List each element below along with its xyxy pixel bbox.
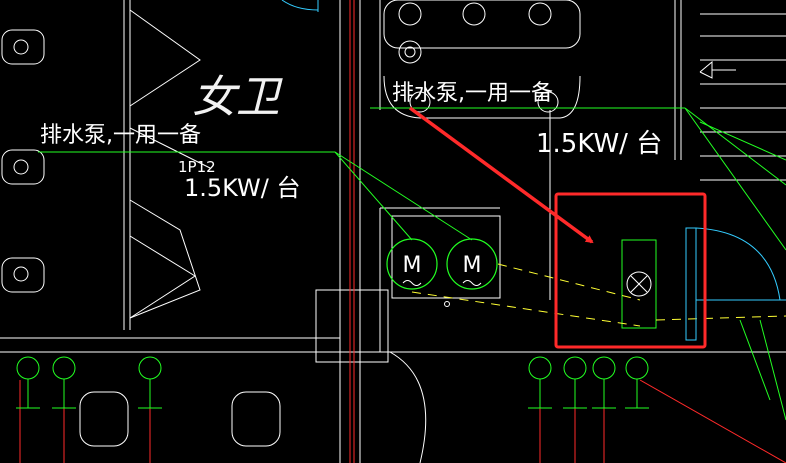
- lamp-cross-icon: [626, 271, 652, 297]
- room-code: 1P12: [178, 158, 216, 176]
- squat-toilet-icon: [1, 29, 45, 65]
- door: [685, 227, 786, 341]
- pump-power-left: 1.5KW/ 台: [184, 174, 301, 202]
- pump-power-right: 1.5KW/ 台: [536, 129, 662, 159]
- highlight-box: [554, 192, 707, 349]
- motor-circle-icon: [446, 238, 498, 290]
- room-name: 女卫: [192, 72, 283, 123]
- motor-left: M: [386, 238, 438, 290]
- leader-lines: [16, 107, 786, 421]
- cable-junction: [444, 301, 450, 307]
- motor-left-label: M: [403, 253, 422, 278]
- pump-note-right: 排水泵,一用一备: [392, 81, 553, 106]
- motor-right-label: M: [463, 253, 482, 278]
- motor-right: M: [446, 238, 498, 290]
- top-cyan-arc: [281, 0, 319, 12]
- highlight-arrow: [408, 106, 594, 244]
- motor-circle-icon: [386, 238, 438, 290]
- squat-toilet-icon: [1, 257, 45, 293]
- cable-lines: [411, 263, 786, 327]
- squat-toilet-icon: [1, 149, 45, 185]
- pump-note-left: 排水泵,一用一备: [40, 123, 201, 148]
- grid-lines: [19, 0, 786, 463]
